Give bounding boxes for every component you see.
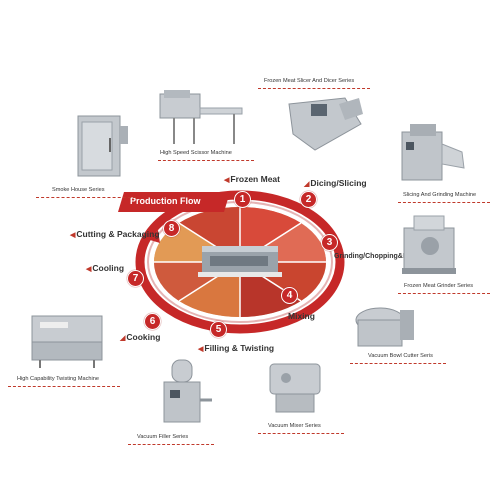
step-badge-3: 3 xyxy=(321,234,338,251)
smoke-house-underline xyxy=(36,197,136,198)
banner-title: Production Flow xyxy=(130,196,201,206)
slicing-grinding-underline xyxy=(398,202,490,203)
grinder-image xyxy=(402,215,456,274)
filler-image xyxy=(163,359,212,423)
filler-label: Vacuum Filler Series xyxy=(137,434,189,440)
scissor-machine-label: High Speed Scissor Machine xyxy=(160,150,232,156)
grinder-label: Frozen Meat Grinder Series xyxy=(404,283,474,289)
twisting-machine-underline xyxy=(8,386,120,387)
scissor-machine-underline xyxy=(158,160,254,161)
ring-arrow-icon xyxy=(150,230,160,243)
step-badge-1: 1 xyxy=(234,191,251,208)
slicer-dicer-label: Frozen Meat Slicer And Dicer Series xyxy=(264,78,355,84)
step-badge-6: 6 xyxy=(144,313,161,330)
red-arrow-icon: ◀ xyxy=(198,346,204,353)
step-label-6: ◢Cooking xyxy=(120,332,161,342)
food-wheel xyxy=(153,206,327,318)
scissor-machine-image xyxy=(159,90,243,144)
production-flow-banner xyxy=(118,192,230,212)
step-badge-4: 4 xyxy=(281,287,298,304)
filler-underline xyxy=(128,444,214,445)
grinder-underline xyxy=(398,293,490,294)
step-badge-8: 8 xyxy=(163,220,180,237)
mixer-image xyxy=(269,363,321,413)
smoke-house-image xyxy=(77,115,128,177)
step-badge-7: 7 xyxy=(127,270,144,287)
step-label-7: ◀Cooling xyxy=(86,263,125,273)
red-arrow-icon: ◢ xyxy=(304,181,310,188)
mixer-label: Vacuum Mixer Series xyxy=(268,423,321,429)
step-label-4: Mixing xyxy=(288,311,315,321)
red-arrow-icon: ◀ xyxy=(86,266,92,273)
step-badge-2: 2 xyxy=(300,191,317,208)
twisting-machine-label: High Capability Twisting Machine xyxy=(17,376,99,382)
step-label-5: ◀Filling & Twisting xyxy=(198,343,275,353)
step-label-2: ◢Dicing/Slicing xyxy=(304,178,367,188)
bowl-cutter-underline xyxy=(350,363,446,364)
smoke-house-label: Smoke House Series xyxy=(52,187,105,193)
step-label-1: ◀Frozen Meat xyxy=(224,174,280,184)
bowl-cutter-label: Vacuum Bowl Cutter Seris xyxy=(368,353,433,359)
slicer-dicer-underline xyxy=(258,88,370,89)
step-badge-5: 5 xyxy=(210,321,227,338)
twisting-machine-image xyxy=(31,315,103,368)
step-label-8: ◀Cutting & Packaging xyxy=(70,229,160,239)
step-label-3: Grinding/Chopping&Mixing xyxy=(334,253,425,260)
slicing-grinding-label: Slicing And Grinding Machine xyxy=(403,192,477,198)
red-arrow-icon: ◀ xyxy=(70,232,76,239)
red-arrow-icon: ◢ xyxy=(120,335,126,342)
red-arrow-icon: ◀ xyxy=(224,177,230,184)
mixer-underline xyxy=(258,433,344,434)
bowl-cutter-image xyxy=(355,307,414,347)
slicer-dicer-image xyxy=(288,97,363,151)
slicing-grinding-image xyxy=(401,124,465,181)
